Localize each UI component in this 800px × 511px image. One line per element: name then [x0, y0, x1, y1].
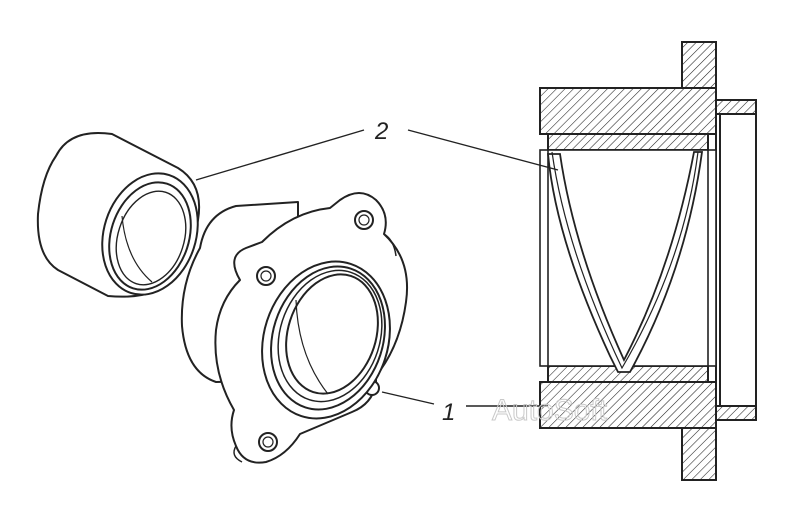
leader-line-2-to-seal — [407, 129, 559, 171]
watermark-text: AutoSoft — [492, 394, 608, 427]
leader-line-2-to-sleeve — [195, 129, 365, 181]
sleeve-part-2 — [36, 132, 200, 298]
leader-line-1-to-housing — [381, 391, 435, 405]
leader-lines — [195, 129, 559, 407]
callout-label-2: 2 — [374, 118, 388, 145]
cross-section-view — [539, 41, 757, 481]
flange-housing-part-1 — [180, 192, 408, 464]
callout-label-1: 1 — [442, 399, 455, 426]
